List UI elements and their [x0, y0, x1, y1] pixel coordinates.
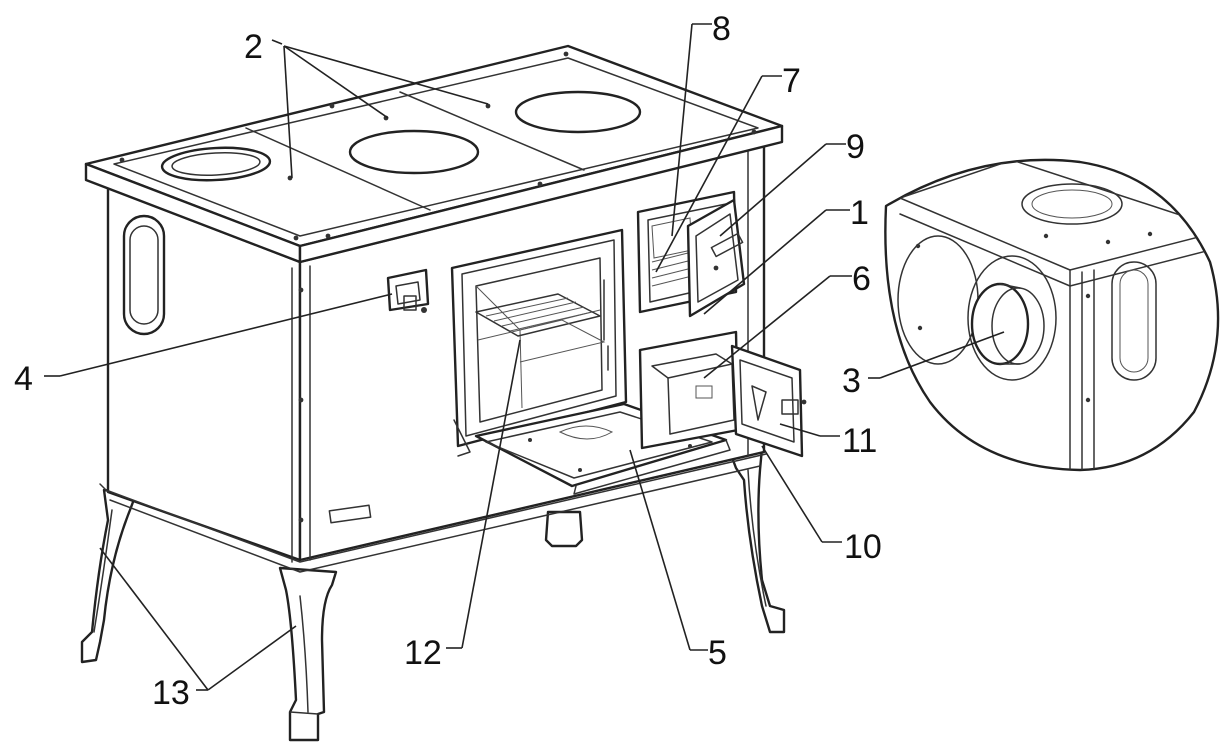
label-6: 6	[852, 260, 871, 298]
side-vent-window	[122, 214, 166, 336]
label-13: 13	[152, 674, 190, 712]
firebox	[636, 190, 746, 318]
label-11: 11	[842, 422, 877, 460]
oven-rack	[475, 293, 606, 363]
front-right-leg	[728, 446, 786, 634]
label-8: 8	[712, 10, 731, 48]
label-1: 1	[850, 194, 869, 232]
ash-compartment	[638, 330, 807, 458]
label-7: 7	[782, 62, 801, 100]
firebox-door-open	[686, 198, 746, 318]
label-4: 4	[14, 360, 33, 398]
callout-2: 2	[244, 28, 263, 66]
label-9: 9	[846, 128, 865, 166]
rear-left-leg	[80, 488, 138, 664]
center-foot	[544, 510, 584, 548]
label-5: 5	[708, 634, 727, 672]
label-3: 3	[842, 362, 861, 400]
air-regulator	[386, 268, 430, 313]
label-12: 12	[404, 634, 442, 672]
callout-labels-visible: 8 7 9 1 6 4 3 11 10 12 5 13	[14, 10, 882, 712]
ash-door-open	[730, 344, 807, 458]
callout-labels: 2	[244, 28, 263, 66]
leader-lines	[44, 23, 1005, 691]
cooktop	[84, 44, 784, 264]
label-10: 10	[844, 528, 882, 566]
front-left-leg	[278, 566, 338, 742]
detail-view-circle	[884, 158, 1220, 472]
